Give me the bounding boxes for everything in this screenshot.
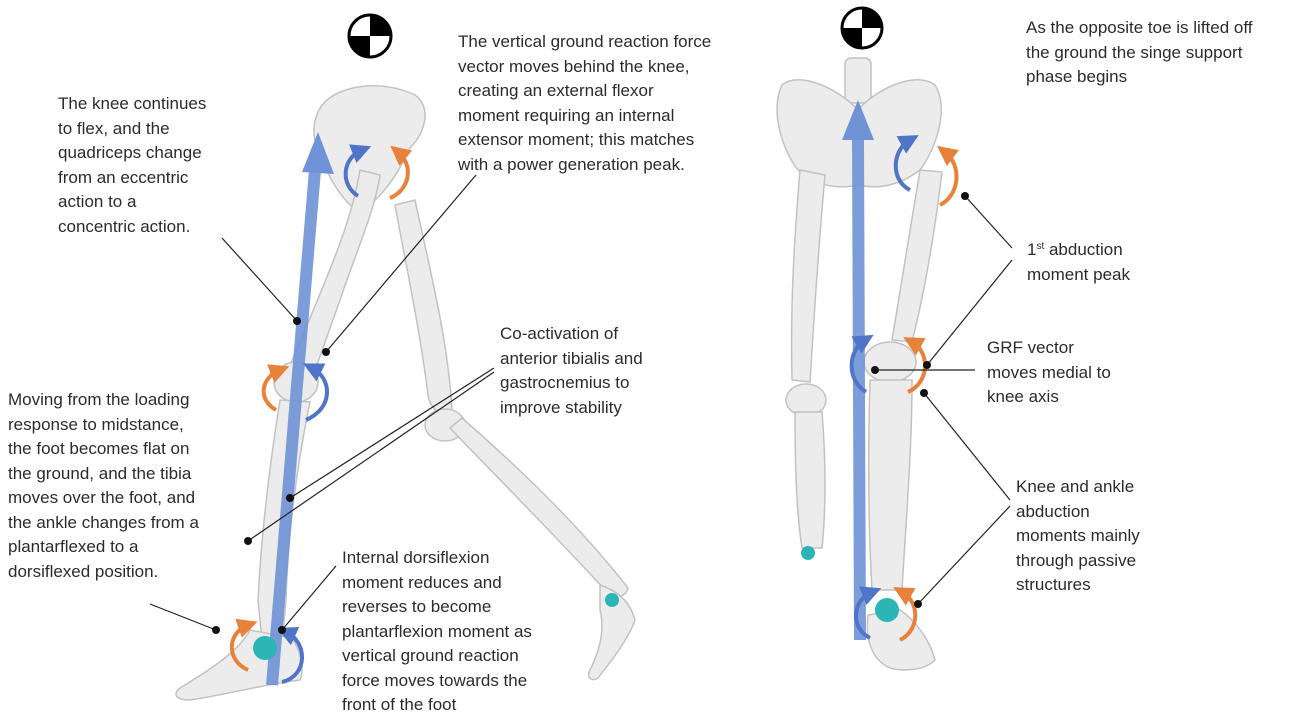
left-tibia	[795, 412, 825, 548]
annotation-abduction-peak: 1st abduction moment peak	[1027, 238, 1130, 287]
left-ankle-joint	[801, 546, 815, 560]
annotation-knee-continues: The knee continues to flex, and the quad…	[58, 92, 206, 239]
swing-femur	[395, 200, 452, 414]
right-ankle-joint	[875, 598, 899, 622]
annotation-opposite-toe: As the opposite toe is lifted off the gr…	[1026, 16, 1253, 90]
annotation-vertical-grf: The vertical ground reaction force vecto…	[458, 30, 711, 177]
right-knee	[864, 342, 916, 382]
annotation-grf-medial: GRF vector moves medial to knee axis	[987, 336, 1111, 410]
annotation-loading-response: Moving from the loading response to mids…	[8, 388, 199, 584]
annotation-passive-structures: Knee and ankle abduction moments mainly …	[1016, 475, 1140, 598]
leader-dorsiflexion	[282, 566, 336, 630]
leader-knee-continues	[222, 238, 297, 321]
center-of-mass-icon	[349, 15, 391, 57]
leader-loading	[150, 604, 216, 630]
left-knee	[786, 384, 826, 416]
left-femur	[792, 170, 825, 382]
swing-ankle-joint	[605, 593, 619, 607]
annotation-dorsiflexion: Internal dorsiflexion moment reduces and…	[342, 546, 532, 718]
right-tibia	[869, 380, 912, 590]
leader-abduction-1	[965, 196, 1012, 248]
grf-vector-frontal	[858, 140, 860, 640]
frontal-hip-external-moment	[940, 152, 956, 205]
lumbar-spine	[845, 58, 871, 103]
annotation-coactivation: Co-activation of anterior tibialis and g…	[500, 322, 643, 420]
ankle-joint-sagittal	[253, 636, 277, 660]
leader-passive-2	[918, 506, 1010, 604]
right-femur	[892, 170, 942, 342]
center-of-mass-icon	[842, 8, 882, 48]
